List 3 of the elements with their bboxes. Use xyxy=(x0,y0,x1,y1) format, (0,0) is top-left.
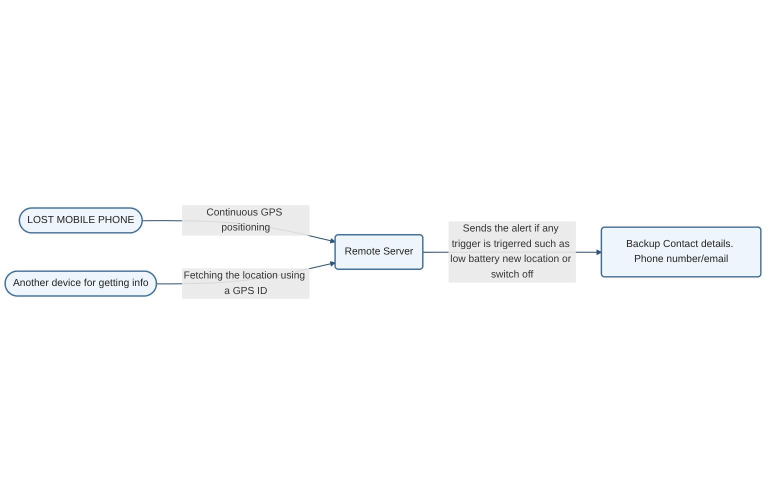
edge-label: Sends the alert if any trigger is trigerred such as low battery new location or switch off xyxy=(450,222,572,280)
edge-label: Continuous GPS positioning xyxy=(206,206,282,233)
edge-label: Fetching the location using a GPS ID xyxy=(184,270,306,296)
